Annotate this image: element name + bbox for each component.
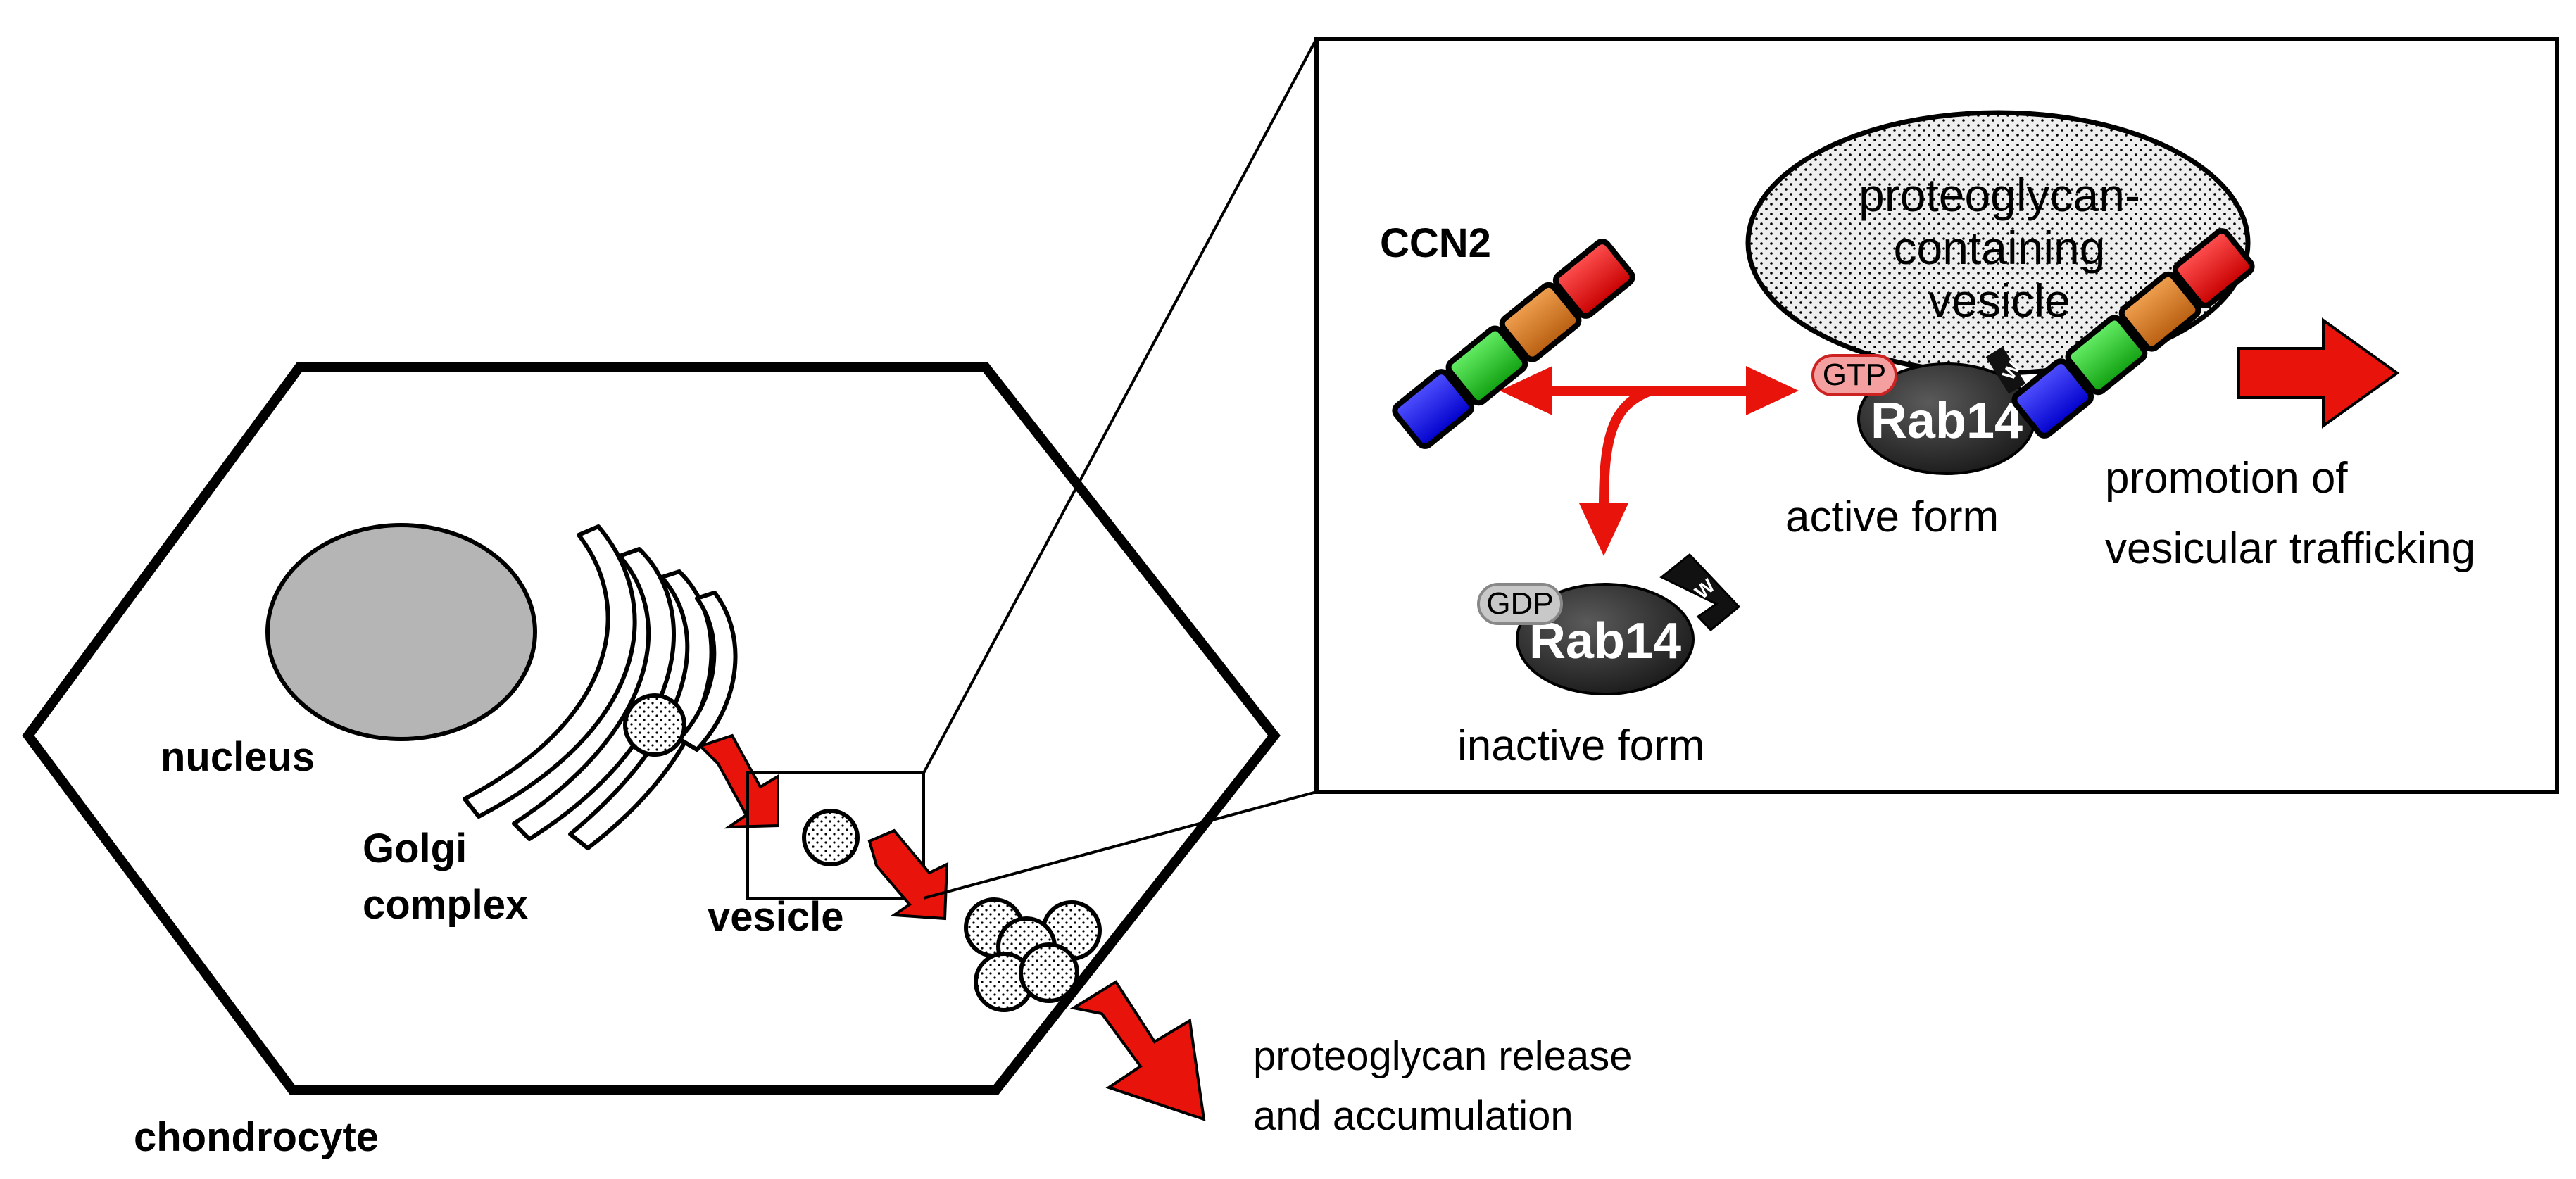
ccn2-bound-module-1 xyxy=(2011,358,2094,439)
promotion-label-line2: vesicular trafficking xyxy=(2105,524,2475,573)
ccn2-free-modules xyxy=(1392,239,1635,449)
ccn2-module-1 xyxy=(1392,369,1475,449)
gdp-pill xyxy=(1477,583,1563,625)
zoom-connector-top xyxy=(922,38,1318,774)
arrowhead-down xyxy=(1579,503,1628,556)
active-form-label: active form xyxy=(1785,493,1999,541)
ccn2-module-4 xyxy=(1552,239,1635,319)
gtp-label: GTP xyxy=(1823,358,1886,392)
promotion-arrow xyxy=(2237,317,2400,429)
inactive-form-label: inactive form xyxy=(1457,721,1704,770)
ccn2-bound-module-2 xyxy=(2065,315,2148,396)
ccn2-label: CCN2 xyxy=(1380,220,1491,266)
transport-arrow-1 xyxy=(698,733,779,829)
golgi-label-line1: Golgi xyxy=(363,826,467,871)
gdp-label: GDP xyxy=(1486,586,1553,621)
zoom-connector-bottom xyxy=(923,790,1317,900)
rab14-active-label: Rab14 xyxy=(1871,393,2023,449)
golgi-vesicle xyxy=(623,693,686,757)
transport-arrow-2 xyxy=(867,828,949,921)
ccn2-bound-module-4 xyxy=(2172,228,2255,308)
release-arrow xyxy=(1069,980,1206,1121)
release-label-line1: proteoglycan release xyxy=(1253,1033,1632,1079)
arrowhead-left xyxy=(1500,366,1552,415)
chondrocyte-label: chondrocyte xyxy=(134,1114,379,1160)
w-tag-inactive xyxy=(1659,553,1741,632)
pg-vesicle-label-line3: vesicle xyxy=(1928,275,2071,327)
pg-vesicle-label-line1: proteoglycan- xyxy=(1859,169,2140,221)
nucleus-shape xyxy=(265,523,537,741)
promotion-label-line1: promotion of xyxy=(2105,454,2348,503)
arrowhead-right xyxy=(1746,366,1799,415)
gtp-pill xyxy=(1811,354,1897,396)
ccn2-bound-module-3 xyxy=(2118,271,2201,352)
nucleus-label: nucleus xyxy=(161,734,315,780)
zoom-region-box xyxy=(746,771,925,900)
vesicle-cluster xyxy=(964,897,1102,1012)
vesicle-label: vesicle xyxy=(708,894,844,940)
ccn2-module-3 xyxy=(1499,282,1582,362)
chondrocyte-cell-outline xyxy=(22,362,1281,1095)
zoom-region-vesicle xyxy=(802,809,860,866)
golgi-label-line2: complex xyxy=(363,882,528,928)
ccn2-module-2 xyxy=(1445,325,1528,406)
golgi-complex-shape xyxy=(463,524,738,850)
release-label-line2: and accumulation xyxy=(1253,1093,1573,1139)
rab14-inactive-label: Rab14 xyxy=(1529,613,1681,669)
interaction-arrows xyxy=(1500,366,1799,556)
ccn2-bound-modules xyxy=(2011,228,2255,439)
w-tag-active xyxy=(1985,346,2026,394)
pg-vesicle-label-line2: containing xyxy=(1894,222,2106,274)
